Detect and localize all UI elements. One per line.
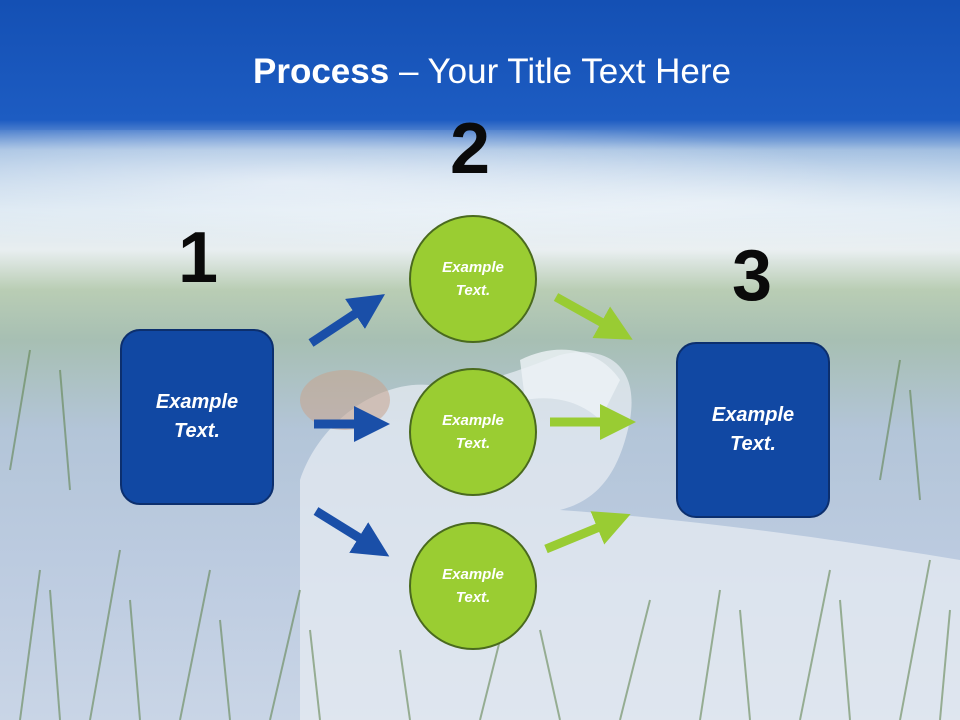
step-number-3: 3 <box>732 236 773 316</box>
step-2-circle-middle: Example Text. <box>409 368 537 496</box>
step-2-circle-bottom: Example Text. <box>409 522 537 650</box>
step-1-label: Example Text. <box>155 391 239 442</box>
circle-middle-label: Example Text. <box>442 412 504 452</box>
circle-top-label: Example Text. <box>442 259 504 299</box>
step-3-box: Example Text. <box>676 342 830 518</box>
arrow-1-to-top <box>308 294 386 347</box>
step-1-box: Example Text. <box>120 329 274 505</box>
arrow-top-to-3 <box>553 293 633 340</box>
arrow-bottom-to-3 <box>544 511 631 554</box>
slide-title: Process – Your Title Text Here <box>0 52 960 92</box>
title-bold: Process <box>253 52 390 91</box>
step-number-2: 2 <box>450 109 491 189</box>
step-3-label: Example Text. <box>711 404 795 455</box>
step-number-1: 1 <box>178 218 219 298</box>
step-2-circle-top: Example Text. <box>409 215 537 343</box>
arrow-1-to-bottom <box>313 507 390 557</box>
circle-bottom-label: Example Text. <box>442 566 504 606</box>
title-rest: – Your Title Text Here <box>389 52 731 91</box>
grass-texture <box>9 349 951 720</box>
